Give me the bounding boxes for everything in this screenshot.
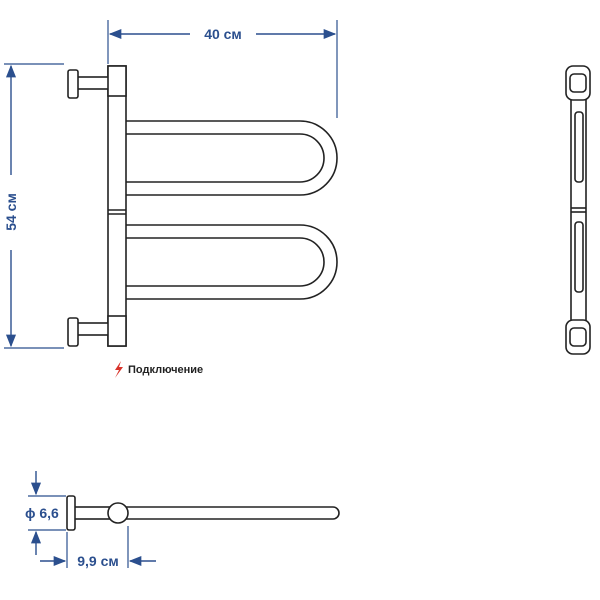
top-bar (117, 506, 340, 520)
height-dimension: 54 см (3, 63, 64, 349)
depth-label: 9,9 см (77, 553, 119, 569)
top-cap (107, 65, 127, 97)
top-mount-flange (66, 495, 76, 531)
vertical-pipe (107, 65, 127, 347)
side-slot-upper (574, 111, 584, 183)
side-view (565, 65, 591, 355)
front-view (67, 65, 338, 347)
lightning-icon (115, 361, 123, 378)
top-view (66, 495, 340, 531)
diameter-dimension: ϕ 6,6 (25, 471, 66, 555)
lower-loop (124, 224, 338, 300)
top-pipe-circle (107, 502, 129, 524)
upper-mount-arm (75, 76, 110, 90)
width-label: 40 см (204, 26, 242, 42)
side-top-cap (569, 73, 587, 93)
side-slot-lower (574, 221, 584, 293)
connection-note: Подключение (115, 361, 203, 378)
lower-mount-arm (75, 322, 110, 336)
diameter-label: ϕ 6,6 (25, 505, 59, 521)
side-bottom-cap (569, 327, 587, 347)
bottom-cap (107, 315, 127, 347)
upper-mount-flange (67, 69, 79, 99)
width-dimension: 40 см (107, 20, 338, 118)
lower-mount-flange (67, 317, 79, 347)
upper-loop (124, 120, 338, 196)
connection-label: Подключение (128, 364, 203, 376)
depth-dimension: 9,9 см (40, 526, 156, 569)
height-label: 54 см (3, 193, 19, 231)
